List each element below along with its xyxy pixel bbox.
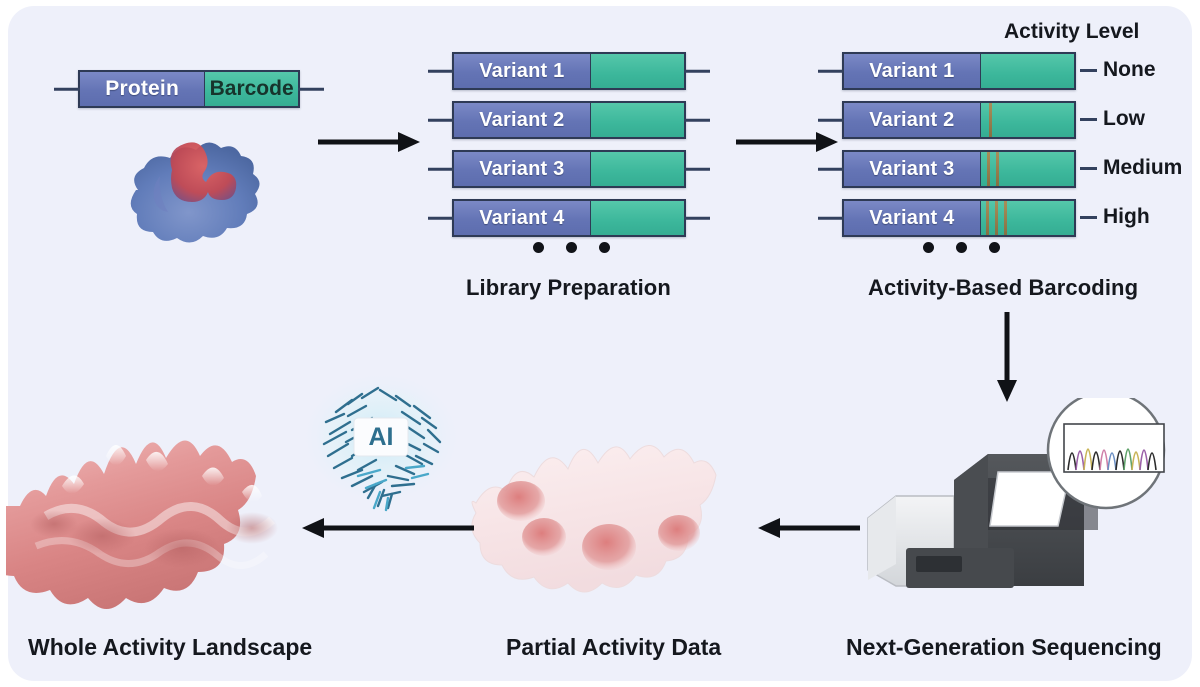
activity-tick	[1080, 216, 1097, 219]
library-variant-row: Variant 2	[428, 101, 710, 139]
variant-barcode	[979, 201, 1074, 235]
library-ellipsis	[533, 242, 610, 253]
whole-activity-landscape	[6, 440, 278, 609]
activity-level-value: High	[1103, 205, 1150, 228]
barcoding-ellipsis	[923, 242, 1000, 253]
library-variant-row: Variant 1	[428, 52, 710, 90]
barcoded-variant-row: Variant 4	[818, 199, 1076, 237]
barcoded-variant-row: Variant 3	[818, 150, 1076, 188]
variant-label: Variant 2	[844, 103, 980, 137]
variant-lead-left	[428, 69, 454, 73]
variant-lead-left	[818, 216, 844, 220]
activity-tick	[1080, 69, 1097, 72]
construct-lead-left	[54, 87, 80, 91]
variant-label: Variant 4	[454, 201, 590, 235]
variant-lead-right	[684, 118, 710, 122]
variant-label: Variant 3	[844, 152, 980, 186]
arrow-construct-to-library	[318, 132, 420, 152]
activity-tick	[1080, 118, 1097, 121]
whole-activity-landscape-caption: Whole Activity Landscape	[28, 634, 313, 660]
barcode-stripe	[986, 152, 990, 186]
variant-label: Variant 4	[844, 201, 980, 235]
variant-barcode	[589, 103, 684, 137]
activity-level-value: Medium	[1103, 156, 1183, 179]
activity-level-value: Low	[1103, 107, 1145, 130]
variant-barcode	[979, 103, 1074, 137]
activity-tick	[1080, 167, 1097, 170]
variant-label: Variant 3	[454, 152, 590, 186]
variant-label: Variant 2	[454, 103, 590, 137]
barcode-stripe	[985, 201, 989, 235]
activity-level-value: None	[1103, 58, 1156, 81]
ai-brain-icon: AI	[301, 374, 461, 512]
variant-lead-left	[818, 167, 844, 171]
barcode-stripe	[1003, 201, 1007, 235]
variant-barcode	[589, 152, 684, 186]
variant-barcode	[979, 152, 1074, 186]
arrow-barcoding-to-sequencing	[997, 312, 1017, 402]
arrow-library-to-barcoding	[736, 132, 838, 152]
barcode-stripe	[994, 201, 998, 235]
barcoded-variant-row: Variant 2	[818, 101, 1076, 139]
variant-label: Variant 1	[844, 54, 980, 88]
variant-barcode	[589, 54, 684, 88]
barcoded-variant-row: Variant 1	[818, 52, 1076, 90]
variant-barcode	[589, 201, 684, 235]
next-generation-sequencing-caption: Next-Generation Sequencing	[846, 634, 1162, 660]
activity-level-title: Activity Level	[1004, 20, 1140, 43]
arrow-partial-data-to-ai	[302, 518, 474, 538]
variant-lead-left	[818, 118, 844, 122]
ai-badge-label: AI	[369, 423, 394, 451]
variant-lead-left	[428, 118, 454, 122]
protein-barcode-construct: Protein Barcode	[54, 70, 324, 108]
sequencer-icon	[867, 398, 1166, 588]
variant-lead-left	[428, 216, 454, 220]
arrow-sequencing-to-partial-data	[758, 518, 860, 538]
activity-barcoding-caption: Activity-Based Barcoding	[868, 275, 1139, 300]
barcode-stripe	[995, 152, 999, 186]
library-variant-row: Variant 4	[428, 199, 710, 237]
barcode-stripe	[988, 103, 992, 137]
protein-segment: Protein	[80, 72, 205, 106]
library-preparation-caption: Library Preparation	[466, 275, 671, 300]
variant-lead-left	[818, 69, 844, 73]
partial-activity-landscape	[471, 445, 717, 593]
variant-lead-left	[428, 167, 454, 171]
variant-label: Variant 1	[454, 54, 590, 88]
protein-structure-icon	[130, 142, 260, 243]
barcode-segment: Barcode	[204, 72, 298, 106]
variant-lead-right	[684, 167, 710, 171]
variant-lead-right	[684, 69, 710, 73]
partial-activity-data-caption: Partial Activity Data	[506, 634, 722, 660]
variant-barcode	[979, 54, 1074, 88]
construct-lead-right	[298, 87, 324, 91]
variant-lead-right	[684, 216, 710, 220]
library-variant-row: Variant 3	[428, 150, 710, 188]
